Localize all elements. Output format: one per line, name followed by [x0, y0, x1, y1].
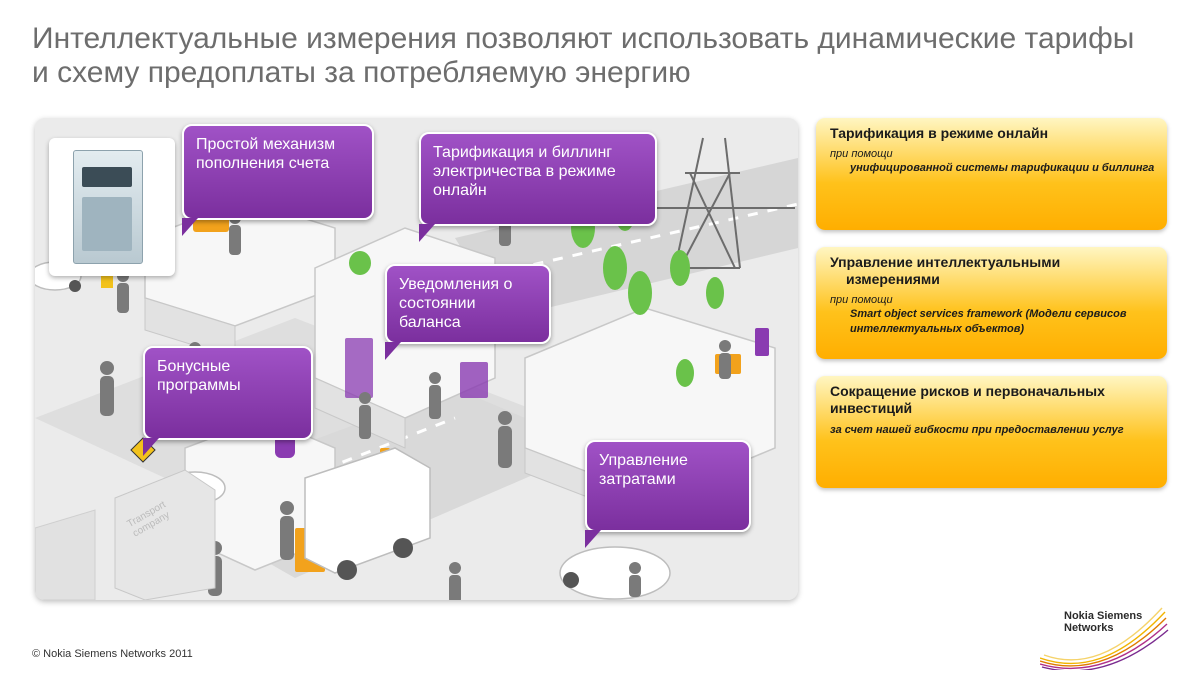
slide-title: Интеллектуальные измерения позволяют исп… [32, 22, 1135, 89]
callout-topup: Простой механизм пополнения счета [182, 124, 374, 236]
info-box-text: Smart object services framework (Модели … [850, 308, 1127, 335]
info-box-prefix: при помощи [830, 148, 893, 160]
meter-icon [73, 150, 143, 264]
callout-costs: Управление затратами [585, 440, 751, 548]
city-illustration: Transport company Простой механизм попол… [35, 118, 798, 600]
callout-bonus: Бонусные программы [143, 346, 313, 456]
callout-billing: Тарификация и биллинг электричества в ре… [419, 132, 657, 242]
info-box-risk-reduction: Сокращение рисков и первоначальных инвес… [816, 376, 1167, 488]
info-box-title: Сокращение рисков и первоначальных инвес… [830, 383, 1105, 416]
info-box-title: Управление интеллектуальными измерениями [830, 254, 1061, 287]
info-box-smart-metering: Управление интеллектуальными измерениями… [816, 247, 1167, 359]
logo-swoosh-icon [1040, 607, 1169, 670]
info-box-text: за счет нашей гибкости при предоставлени… [830, 424, 1124, 436]
smart-meter-image [49, 138, 175, 276]
info-box-text: унифицированной системы тарификации и би… [850, 162, 1155, 174]
logo-text: Nokia Siemens Networks [1064, 610, 1143, 634]
info-box-title: Тарификация в режиме онлайн [830, 125, 1049, 141]
callout-notify: Уведомления о состоянии баланса [385, 264, 551, 360]
nsn-logo: Nokia Siemens Networks [1040, 600, 1170, 670]
info-box-online-tariffing: Тарификация в режиме онлайн при помощи у… [816, 118, 1167, 230]
city-scene-graphic [35, 118, 798, 600]
copyright: © Nokia Siemens Networks 2011 [32, 648, 193, 660]
info-box-prefix: при помощи [830, 294, 893, 306]
